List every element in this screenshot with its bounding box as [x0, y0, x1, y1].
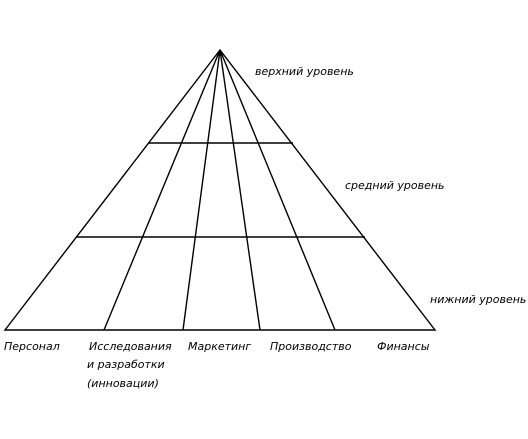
function-label-rnd: Исследования и разработки (инновации) — [87, 340, 175, 390]
pyramid-outline — [3, 48, 437, 331]
segment-line-2 — [182, 49, 221, 331]
function-label-finance: Финансы — [377, 340, 430, 353]
function-label-rnd-line-3: (инновации) — [87, 377, 159, 390]
level-label-top: верхний уровень — [255, 65, 354, 78]
function-label-personnel: Персонал — [4, 340, 60, 353]
level-label-middle: средний уровень — [345, 179, 445, 192]
function-label-rnd-line-1: Исследования — [89, 340, 172, 353]
segment-line-4 — [219, 49, 336, 331]
segment-line-3 — [219, 49, 261, 331]
level-label-bottom: нижний уровень — [430, 293, 526, 306]
segment-line-1 — [103, 49, 221, 331]
function-label-rnd-line-2: и разработки — [87, 358, 165, 371]
function-label-production: Производство — [270, 340, 352, 353]
function-label-marketing: Маркетинг — [188, 340, 251, 353]
